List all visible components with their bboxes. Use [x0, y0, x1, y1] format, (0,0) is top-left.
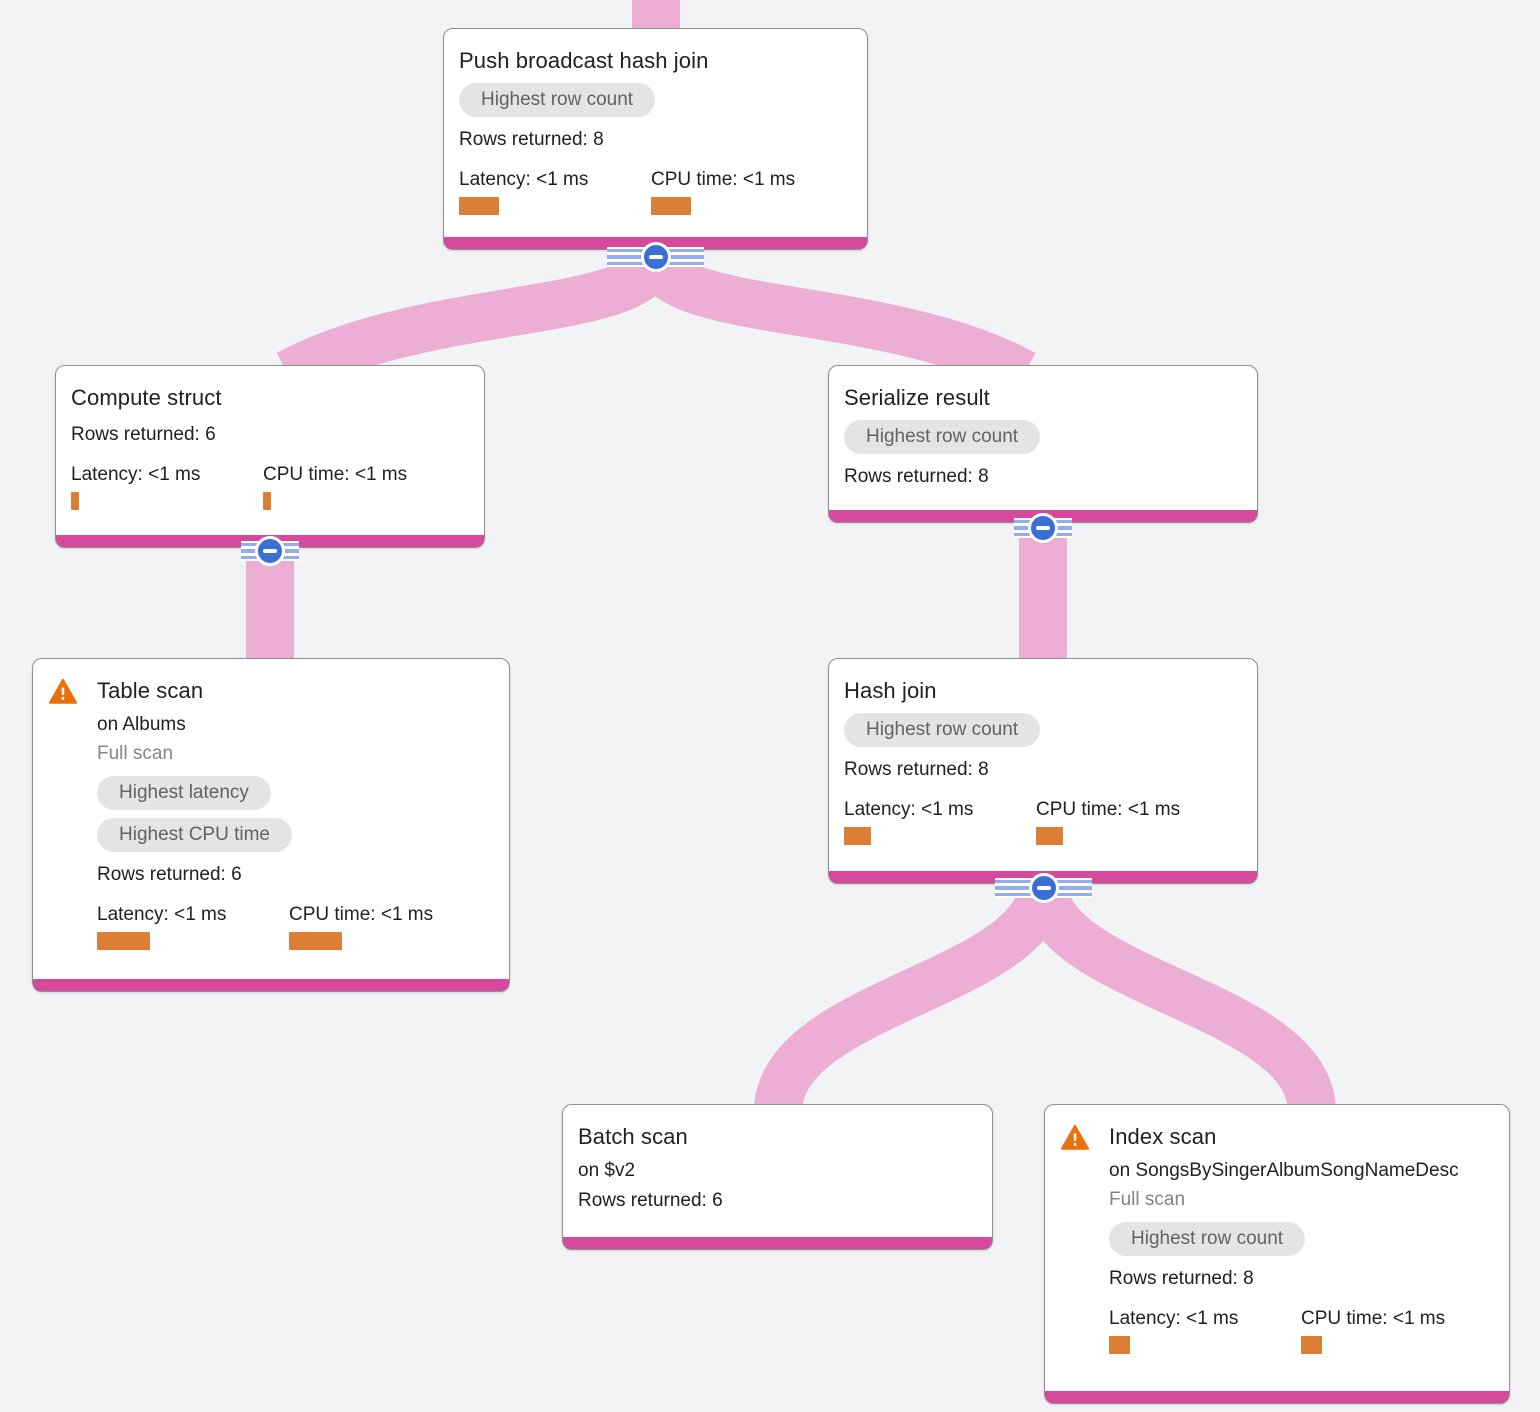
collapse-control-hash-join [995, 873, 1092, 903]
node-title: Push broadcast hash join [459, 48, 709, 73]
status-badge: Highest row count [844, 420, 1041, 454]
minus-icon [648, 255, 663, 259]
latency-bar [97, 932, 150, 950]
node-subtitle: on Albums [97, 714, 186, 735]
status-badge: Highest row count [459, 83, 656, 117]
collapse-control-push-broadcast-hash-join [607, 242, 704, 272]
latency-label: Latency: <1 ms [97, 904, 227, 925]
collapse-button[interactable] [255, 536, 285, 566]
cpu-time-bar [1301, 1336, 1322, 1354]
status-badge: Highest row count [844, 713, 1041, 747]
latency-metric: Latency: <1 ms [459, 167, 651, 215]
node-subtitle: on $v2 [578, 1160, 636, 1181]
warning-icon [48, 678, 78, 704]
latency-metric: Latency: <1 ms [1109, 1306, 1301, 1354]
cpu-time-metric: CPU time: <1 ms [289, 902, 493, 950]
node-subtitle: on SongsBySingerAlbumSongNameDesc [1109, 1160, 1459, 1181]
cpu-time-label: CPU time: <1 ms [1301, 1308, 1446, 1329]
cpu-time-bar [1036, 827, 1063, 845]
node-hash-join[interactable]: Hash join Highest row count Rows returne… [828, 658, 1258, 884]
rows-returned: Rows returned: 8 [459, 129, 604, 150]
latency-metric: Latency: <1 ms [844, 797, 1036, 845]
latency-label: Latency: <1 ms [844, 799, 974, 820]
node-title: Batch scan [578, 1124, 688, 1149]
rows-returned: Rows returned: 8 [1109, 1268, 1254, 1289]
flow-edge-root-to-serialize-result [631, 248, 1036, 396]
collapse-button[interactable] [1028, 513, 1058, 543]
cpu-time-metric: CPU time: <1 ms [651, 167, 851, 215]
node-table-scan[interactable]: Table scan on Albums Full scan Highest l… [32, 658, 510, 992]
latency-bar [71, 492, 79, 510]
rows-returned: Rows returned: 6 [578, 1190, 723, 1211]
cpu-time-bar [263, 492, 271, 510]
rows-returned: Rows returned: 6 [97, 864, 242, 885]
cpu-time-metric: CPU time: <1 ms [1036, 797, 1241, 845]
cpu-time-metric: CPU time: <1 ms [263, 462, 468, 510]
scan-type-label: Full scan [1109, 1189, 1186, 1210]
status-badge: Highest row count [1109, 1222, 1306, 1256]
cpu-time-label: CPU time: <1 ms [651, 169, 796, 190]
node-title: Serialize result [844, 385, 990, 410]
status-badge: Highest CPU time [97, 818, 292, 852]
minus-icon [1036, 526, 1050, 530]
cpu-time-bar [651, 197, 691, 215]
rows-returned: Rows returned: 8 [844, 466, 989, 487]
minus-icon [1036, 886, 1051, 890]
node-serialize-result[interactable]: Serialize result Highest row count Rows … [828, 365, 1258, 523]
node-title: Table scan [97, 678, 204, 703]
minus-icon [263, 549, 277, 553]
node-title: Index scan [1109, 1124, 1217, 1149]
node-footer-bar [563, 1237, 992, 1249]
flow-edge-root-to-compute-struct [276, 248, 679, 396]
latency-bar [459, 197, 499, 215]
latency-bar [844, 827, 871, 845]
flow-edge-hash-join-to-index-scan [1019, 879, 1336, 1115]
collapse-control-compute-struct [241, 536, 299, 566]
latency-label: Latency: <1 ms [459, 169, 589, 190]
latency-label: Latency: <1 ms [1109, 1308, 1239, 1329]
cpu-time-label: CPU time: <1 ms [1036, 799, 1181, 820]
collapse-button[interactable] [640, 242, 671, 272]
node-push-broadcast-hash-join[interactable]: Push broadcast hash join Highest row cou… [443, 28, 868, 250]
latency-metric: Latency: <1 ms [97, 902, 289, 950]
cpu-time-label: CPU time: <1 ms [263, 464, 408, 485]
cpu-time-metric: CPU time: <1 ms [1301, 1306, 1493, 1354]
node-footer-bar [1045, 1391, 1509, 1403]
latency-metric: Latency: <1 ms [71, 462, 263, 510]
flow-edge-hash-join-to-batch-scan [754, 879, 1067, 1115]
rows-returned: Rows returned: 8 [844, 759, 989, 780]
collapse-button[interactable] [1028, 873, 1059, 903]
node-title: Compute struct [71, 385, 222, 410]
node-footer-bar [33, 979, 509, 991]
latency-label: Latency: <1 ms [71, 464, 201, 485]
node-batch-scan[interactable]: Batch scan on $v2 Rows returned: 6 [562, 1104, 993, 1250]
warning-icon [1060, 1124, 1090, 1150]
cpu-time-bar [289, 932, 342, 950]
status-badge: Highest latency [97, 776, 271, 810]
scan-type-label: Full scan [97, 743, 174, 764]
node-compute-struct[interactable]: Compute struct Rows returned: 6 Latency:… [55, 365, 485, 548]
node-index-scan[interactable]: Index scan on SongsBySingerAlbumSongName… [1044, 1104, 1510, 1404]
cpu-time-label: CPU time: <1 ms [289, 904, 434, 925]
latency-bar [1109, 1336, 1130, 1354]
node-title: Hash join [844, 678, 937, 703]
collapse-control-serialize-result [1014, 513, 1072, 543]
rows-returned: Rows returned: 6 [71, 424, 216, 445]
